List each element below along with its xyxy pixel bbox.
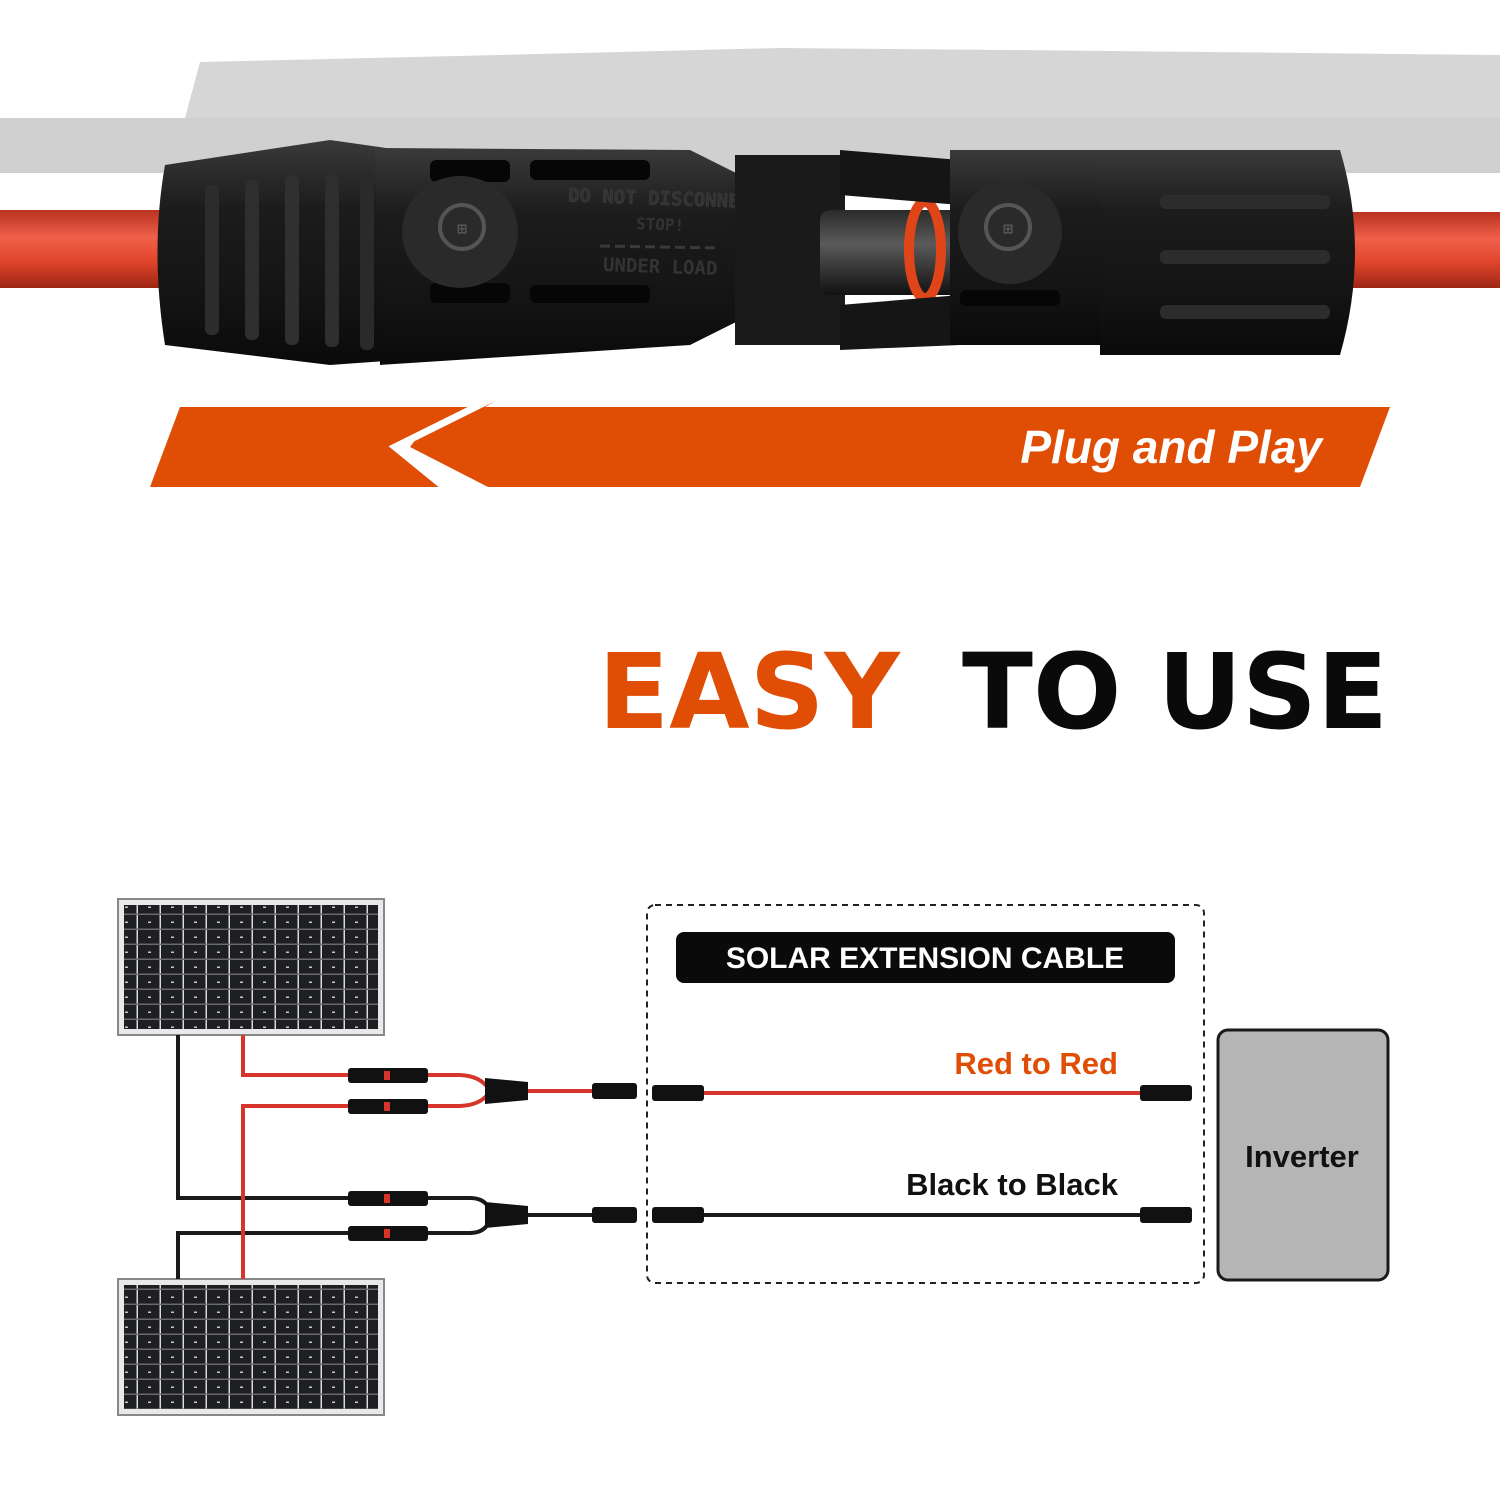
certification-logo-left [438,203,486,251]
hero-connector-photo: ⊞ DO NOT DISCONNECT STOP! UNDER LOAD ⊞ [0,48,1500,365]
headline-accent-word: EASY [598,631,901,753]
plug-and-play-banner: Plug and Play [150,371,1390,525]
left-red-cable [0,210,170,288]
extension-cable-box [646,904,1205,1284]
headline-rest: TO USE [962,631,1388,753]
headline: EASY TO USE [598,631,1388,753]
female-connector-body: ⊞ DO NOT DISCONNECT STOP! UNDER LOAD [375,148,763,365]
red-to-red-label: Red to Red [954,1046,1118,1081]
connector-coupling [735,150,965,350]
inverter-box: Inverter [1216,1028,1390,1282]
certification-logo-right [984,203,1032,251]
banner-arrow-outline [388,371,542,525]
left-locking-nut [157,140,400,365]
warning-text-line2: STOP! [636,214,685,235]
black-branch-connectors [348,1191,1192,1241]
svg-text:⊞: ⊞ [457,219,467,238]
wiring-diagram: SOLAR EXTENSION CABLE Red to Red Black t… [117,898,1390,1416]
solar-panel-bottom [117,1278,385,1416]
warning-text-line3: UNDER LOAD [603,254,718,280]
svg-text:⊞: ⊞ [1003,219,1013,238]
black-to-black-label: Black to Black [906,1167,1119,1202]
red-branch-connectors [348,1068,1192,1114]
inverter-label: Inverter [1245,1139,1359,1174]
banner-label: Plug and Play [1020,421,1324,473]
kit-label-pill: SOLAR EXTENSION CABLE [676,932,1175,983]
male-connector-body: ⊞ [950,150,1110,345]
solar-panel-top [117,898,385,1036]
right-red-cable [1340,212,1500,288]
right-locking-nut [1100,150,1355,355]
kit-label: SOLAR EXTENSION CABLE [726,942,1124,975]
